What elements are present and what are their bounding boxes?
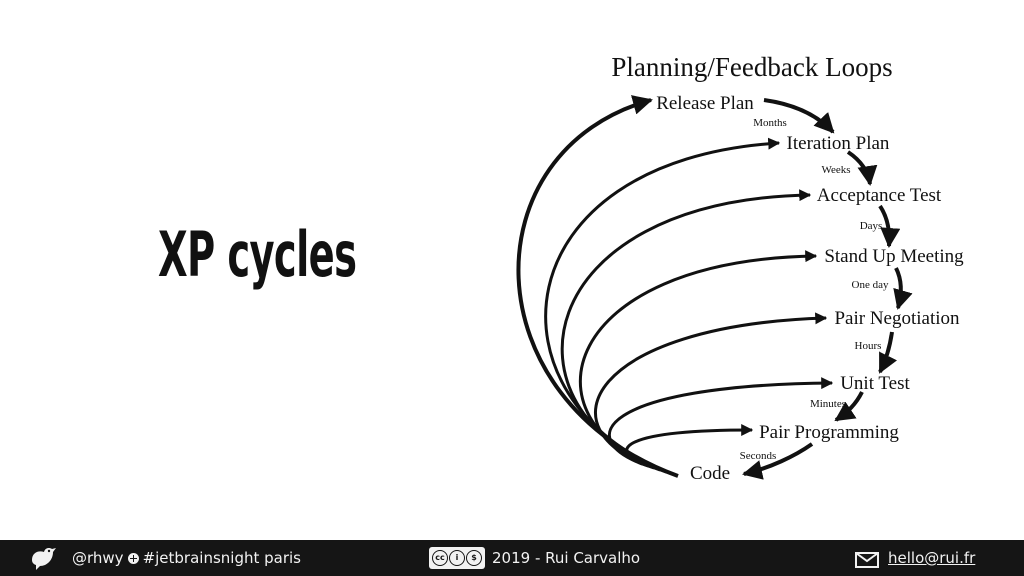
feedback-loops-diagram: Planning/Feedback Loops Release Plan Ite… xyxy=(516,52,964,484)
envelope-icon xyxy=(855,552,879,568)
footer-social: @rhwy #jetbrainsnight paris xyxy=(72,549,301,567)
diagram-title: Planning/Feedback Loops xyxy=(611,52,892,82)
interval-one-day: One day xyxy=(852,279,889,291)
interval-hours: Hours xyxy=(855,340,882,352)
loop-label-code: Code xyxy=(690,463,730,484)
interval-days: Days xyxy=(860,220,883,232)
interval-seconds: Seconds xyxy=(740,450,777,462)
loop-arc-iteration-plan xyxy=(544,137,781,476)
loop-arc-pair-programming xyxy=(625,424,754,466)
loop-label-iteration-plan: Iteration Plan xyxy=(787,133,890,154)
loop-arcs xyxy=(516,95,834,478)
loop-label-release-plan: Release Plan xyxy=(656,93,754,114)
loop-arc-unit-test xyxy=(608,377,834,468)
step-arrow-standup-negotiation xyxy=(893,267,913,310)
loop-label-acceptance-test: Acceptance Test xyxy=(817,185,942,206)
event-hashtag[interactable]: #jetbrainsnight paris xyxy=(142,549,301,567)
bird-icon xyxy=(32,548,56,570)
loop-label-pair-negotiation: Pair Negotiation xyxy=(834,308,960,329)
email-link[interactable]: hello@rui.fr xyxy=(888,549,976,567)
loop-label-unit-test: Unit Test xyxy=(840,373,910,394)
step-arrow-acceptance-standup xyxy=(878,204,901,248)
plus-circle-icon xyxy=(127,553,139,564)
loop-label-stand-up-meeting: Stand Up Meeting xyxy=(824,246,964,267)
interval-weeks: Weeks xyxy=(821,164,850,176)
step-arrow-iteration-acceptance xyxy=(846,150,878,186)
interval-months: Months xyxy=(753,117,787,129)
interval-minutes: Minutes xyxy=(810,398,846,410)
loop-label-pair-programming: Pair Programming xyxy=(759,422,899,443)
step-arrows xyxy=(742,98,913,480)
twitter-handle[interactable]: @rhwy xyxy=(72,549,124,567)
step-arrow-unittest-programming xyxy=(834,391,864,422)
step-arrow-release-iteration xyxy=(763,98,835,134)
license-text: 2019 - Rui Carvalho xyxy=(492,549,641,567)
step-arrow-programming-code xyxy=(742,442,814,480)
slide-title: XP cycles xyxy=(158,218,357,291)
step-arrow-negotiation-unittest xyxy=(878,331,897,374)
